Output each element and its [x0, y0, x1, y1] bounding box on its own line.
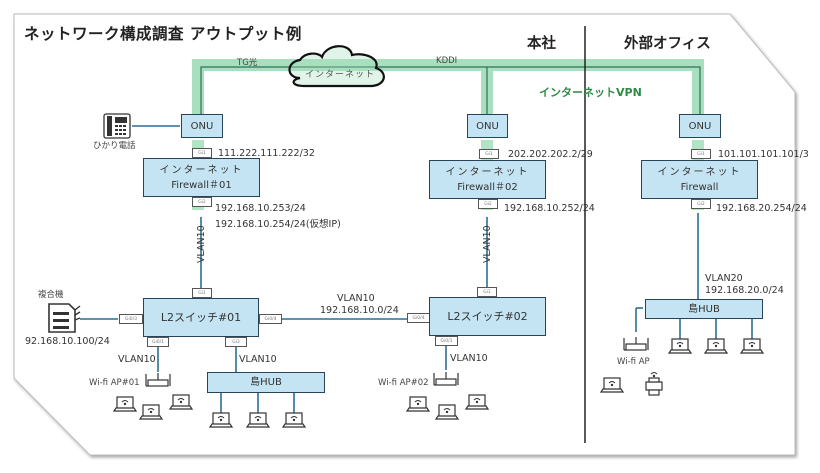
- laptop-icon: [668, 338, 692, 354]
- fw2-line2: Firewall＃02: [457, 181, 518, 193]
- phone-label: ひかり電話: [93, 141, 136, 151]
- sw2-label: L2スイッチ#02: [447, 310, 528, 323]
- sw1-ap-vlan: VLAN10: [118, 354, 156, 365]
- port-fw2-wan: Gi1: [479, 149, 499, 159]
- vpn-label: インターネットVPN: [539, 86, 642, 99]
- lan-links: [80, 125, 753, 415]
- firewall-1[interactable]: インターネット Firewall＃01: [143, 158, 260, 197]
- hub-branch-label: 島HUB: [688, 303, 720, 315]
- vlan-fw1: VLAN10: [196, 225, 207, 263]
- laptop-icon: [465, 394, 489, 410]
- isp-label-left: TG光: [237, 58, 258, 68]
- laptop-icon: [139, 404, 163, 420]
- port-fw1-lan: Gi2: [192, 197, 212, 207]
- page-title: ネットワーク構成調査 アウトプット例: [24, 25, 302, 43]
- fw1-line1: インターネット: [159, 164, 244, 176]
- firewall-2[interactable]: インターネット Firewall＃02: [429, 160, 546, 199]
- sw1-hub-vlan: VLAN10: [239, 354, 277, 365]
- laptop-icon: [704, 338, 728, 354]
- laptop-icon: [282, 412, 306, 428]
- section-branch: 外部オフィス: [624, 36, 711, 52]
- port-sw2-top: Gi1: [477, 287, 497, 297]
- island-hub-hq[interactable]: 島HUB: [207, 372, 325, 393]
- branch-network: 192.168.20.0/24: [705, 285, 784, 296]
- vlan-fw2: VLAN10: [482, 225, 493, 263]
- wifi-printer-icon: [645, 372, 663, 396]
- laptop-icon: [246, 412, 270, 428]
- laptop-icon: [113, 396, 137, 412]
- fwb-line1: インターネット: [657, 166, 742, 178]
- laptop-icon: [600, 377, 624, 393]
- fwb-lan-ip: 192.168.20.254/24: [716, 203, 807, 214]
- port-sw1-right: Gi0/4: [259, 314, 282, 324]
- sw1-label: L2スイッチ#01: [160, 311, 242, 324]
- onu-1-label: ONU: [190, 120, 214, 132]
- phone-icon: [103, 113, 131, 139]
- laptop-icon: [435, 404, 459, 420]
- fwb-line2: Firewall: [680, 181, 719, 193]
- sw2-ap-vlan: VLAN10: [450, 353, 488, 364]
- ap1-label: Wi-fi AP#01: [89, 378, 140, 388]
- port-sw1-left: Gi0/3: [119, 314, 143, 324]
- mfp-label: 複合機: [38, 290, 64, 300]
- trunk-vlan: VLAN10: [337, 293, 375, 304]
- port-sw2-left: Gi0/4: [407, 313, 430, 323]
- hub-hq-label: 島HUB: [250, 377, 282, 388]
- mfp-ip: 92.168.10.100/24: [25, 336, 110, 347]
- card-outline: [13, 13, 796, 456]
- fw1-wan-ip: 111.222.111.222/32: [218, 148, 315, 159]
- fw1-lan-ip: 192.168.10.253/24: [215, 203, 306, 214]
- onu-branch-label: ONU: [688, 120, 712, 132]
- port-sw2-bottom: Gi0/1: [435, 336, 458, 346]
- internet-cloud-label: インターネット: [305, 70, 376, 80]
- isp-label-right: KDDI: [436, 56, 458, 66]
- port-fwb-wan: Gi1: [691, 149, 711, 159]
- onu-branch[interactable]: ONU: [679, 114, 721, 138]
- fw2-wan-ip: 202.202.202.2/29: [508, 149, 593, 160]
- port-sw1-top: Gi1: [192, 288, 212, 298]
- trunk-network: 192.168.10.0/24: [320, 305, 399, 316]
- l2-switch-1[interactable]: L2スイッチ#01: [143, 298, 259, 337]
- port-sw1-bottom-left: Gi0/1: [147, 337, 169, 347]
- printer-icon: [48, 303, 81, 333]
- laptop-icon: [740, 338, 764, 354]
- fw2-line1: インターネット: [445, 166, 530, 178]
- laptop-icon: [209, 412, 233, 428]
- onu-1[interactable]: ONU: [181, 114, 223, 138]
- port-fw1-wan: Gi1: [192, 148, 212, 158]
- fw1-virtual-ip: 192.168.10.254/24(仮想IP): [215, 219, 341, 230]
- l2-switch-2[interactable]: L2スイッチ#02: [429, 297, 546, 336]
- laptop-icon: [169, 394, 193, 410]
- port-fw2-lan: Gi2: [478, 199, 498, 209]
- island-hub-branch[interactable]: 島HUB: [645, 299, 763, 319]
- fw2-lan-ip: 192.168.10.252/24: [504, 203, 595, 214]
- onu-2-label: ONU: [476, 120, 499, 132]
- fwb-wan-ip: 101.101.101.101/3: [718, 149, 809, 160]
- branch-ap-label: Wi-fi AP: [617, 357, 650, 367]
- port-sw1-bottom-right: Gi3: [225, 337, 247, 347]
- laptop-icon: [406, 396, 430, 412]
- branch-vlan: VLAN20: [705, 273, 743, 284]
- onu-2[interactable]: ONU: [467, 114, 508, 138]
- firewall-branch[interactable]: インターネット Firewall: [641, 160, 758, 199]
- section-hq: 本社: [527, 36, 556, 52]
- port-fwb-lan: Gi2: [691, 199, 711, 209]
- fw1-line2: Firewall＃01: [171, 179, 232, 191]
- ap2-label: Wi-fi AP#02: [378, 378, 429, 388]
- internet-cloud-icon: [288, 45, 385, 88]
